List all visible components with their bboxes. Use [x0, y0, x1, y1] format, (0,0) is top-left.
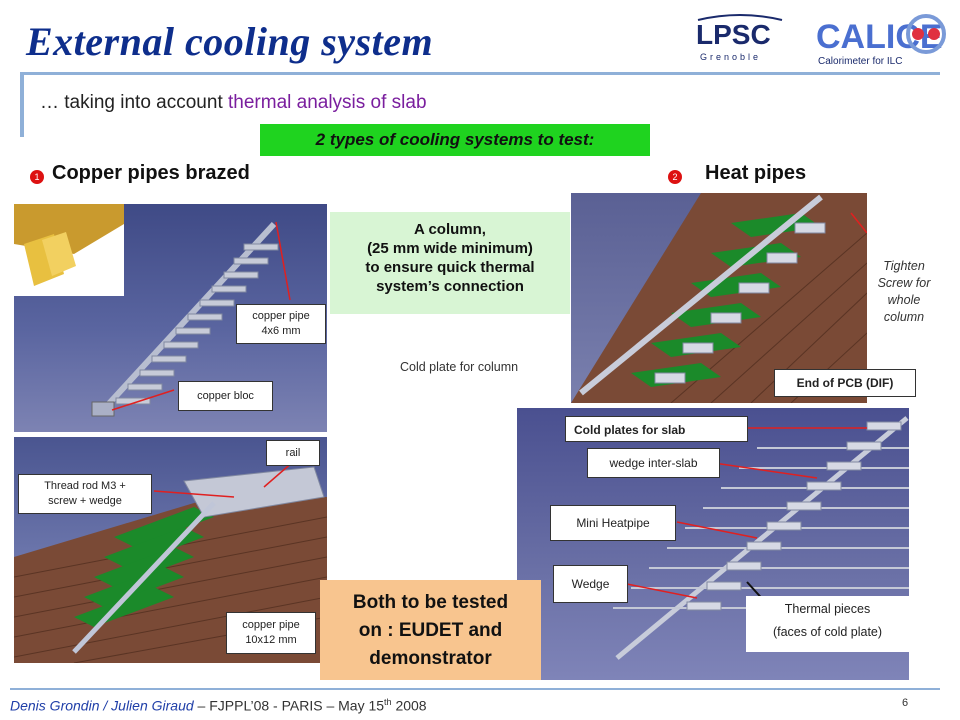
- copper-pipe-large-label: copper pipe 10x12 mm: [226, 612, 316, 654]
- heat-pipe-column-image: [571, 193, 867, 403]
- conclusion-line1: Both to be tested: [352, 592, 509, 613]
- thread-rod-line2: screw + wedge: [48, 495, 122, 507]
- footer-names: Denis Grondin / Julien Giraud: [10, 697, 194, 714]
- heat-pipe-slab-image: [517, 408, 909, 680]
- thermal-pieces-line1: Thermal pieces: [784, 602, 871, 616]
- tighten-line2: Screw for: [877, 276, 931, 290]
- section-2-heading: Heat pipes: [705, 162, 807, 184]
- copper-pipe-large-line1: copper pipe: [242, 619, 300, 631]
- rail-label: rail: [266, 440, 320, 466]
- footer-sup: th: [384, 697, 392, 707]
- copper-bloc-label: copper bloc: [178, 381, 273, 411]
- lpsc-logo-subtext: Grenoble: [700, 52, 761, 62]
- thermal-pieces-label: Thermal pieces (faces of cold plate): [746, 596, 909, 652]
- wedge-inter-slab-label: wedge inter-slab: [587, 448, 720, 478]
- conclusion-line3: demonstrator: [369, 648, 492, 669]
- tighten-line4: column: [883, 310, 925, 324]
- end-of-pcb-label: End of PCB (DIF): [774, 369, 916, 397]
- wedge-label: Wedge: [553, 565, 628, 603]
- calice-logo-subtext: Calorimeter for ILC: [818, 56, 902, 67]
- column-note-line1: A column,: [414, 221, 486, 238]
- cooling-types-banner: 2 types of cooling systems to test:: [260, 124, 650, 156]
- column-note-line2: (25 mm wide minimum): [367, 240, 533, 257]
- footer-divider: [10, 688, 940, 690]
- section-2-number: 2: [668, 170, 682, 184]
- calice-logo: CALICE Calorimeter for ILC: [808, 4, 958, 70]
- copper-pipe-small-label: copper pipe 4x6 mm: [236, 304, 326, 344]
- copper-pipe-large-line2: 10x12 mm: [245, 634, 297, 646]
- subtitle-highlight: thermal analysis of slab: [228, 92, 427, 113]
- lpsc-logo: LPSC Grenoble: [690, 10, 790, 66]
- slide-subtitle: … taking into account thermal analysis o…: [40, 92, 427, 114]
- column-note-line4: system’s connection: [376, 278, 524, 295]
- footer-year: 2008: [391, 697, 427, 714]
- section-1-number: 1: [30, 170, 44, 184]
- cold-plate-column-label: Cold plate for column: [400, 360, 519, 374]
- subtitle-prefix: … taking into account: [40, 92, 228, 113]
- conclusion-box: Both to be tested on : EUDET and demonst…: [320, 580, 541, 680]
- column-note-line3: to ensure quick thermal: [365, 259, 535, 276]
- thread-rod-label: Thread rod M3 + screw + wedge: [18, 474, 152, 514]
- lpsc-logo-text: LPSC: [696, 19, 771, 50]
- copper-pipe-small-line1: copper pipe: [252, 310, 310, 322]
- tighten-line3: whole: [887, 293, 921, 307]
- tighten-line1: Tighten: [883, 259, 925, 273]
- mini-heatpipe-label: Mini Heatpipe: [550, 505, 676, 541]
- copper-pipe-small-line2: 4x6 mm: [261, 325, 301, 337]
- thermal-pieces-line2: (faces of cold plate): [772, 625, 883, 639]
- thread-rod-line1: Thread rod M3 +: [44, 480, 126, 492]
- cold-plates-slab-label: Cold plates for slab: [565, 416, 748, 442]
- conclusion-line2: on : EUDET and: [358, 620, 503, 641]
- slide-title: External cooling system: [26, 19, 434, 64]
- title-accent-horizontal: [20, 72, 940, 75]
- section-1-heading: Copper pipes brazed: [52, 162, 250, 184]
- footer: Denis Grondin / Julien Giraud – FJPPL’08…: [10, 697, 427, 714]
- footer-event: – FJPPL’08 - PARIS – May 15: [193, 697, 385, 714]
- page-number: 6: [902, 697, 909, 709]
- title-accent-vertical: [20, 72, 24, 137]
- tighten-screw-label: Tighten Screw for whole column: [868, 258, 940, 326]
- column-note: A column, (25 mm wide minimum) to ensure…: [330, 212, 570, 314]
